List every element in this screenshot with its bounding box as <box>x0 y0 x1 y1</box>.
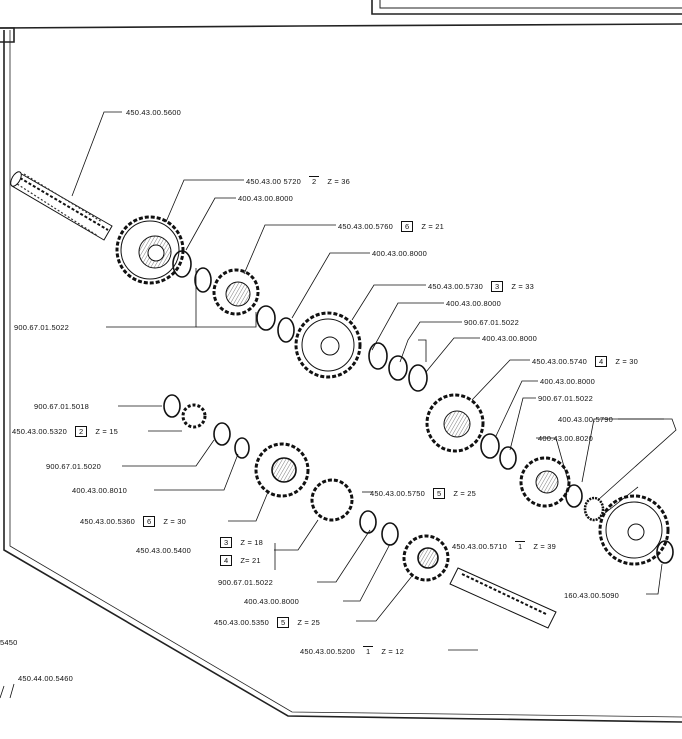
circlip-d <box>480 433 517 470</box>
label-shaft-main: 450.43.00.5600 <box>126 108 181 117</box>
circlip-b <box>256 305 295 343</box>
label-washer-8000-d: 400.43.00.8000 <box>482 334 537 343</box>
gear-5750 <box>519 456 571 508</box>
gear-5740 <box>425 393 485 453</box>
layshaft-5200 <box>449 567 557 629</box>
label-edge-5450: 5450 <box>0 638 18 647</box>
frame-border <box>0 0 682 723</box>
gear-5710 <box>598 494 670 566</box>
label-washer-8000-a: 400.43.00.8000 <box>238 194 293 203</box>
label-circlip-5018: 900.67.01.5018 <box>34 402 89 411</box>
circlip-a <box>172 250 212 293</box>
label-washer-8000-c: 400.43.00.8000 <box>446 299 501 308</box>
washer-5090 <box>656 540 674 564</box>
leader-lines <box>0 111 677 699</box>
gear-5720 <box>115 215 185 285</box>
label-washer-8000-f: 400.43.00.8000 <box>244 597 299 606</box>
label-washer-5090: 160.43.00.5090 <box>564 591 619 600</box>
label-washer-8010: 400.43.00.8010 <box>72 486 127 495</box>
label-circlip-5022-c: 900.67.01.5022 <box>218 578 273 587</box>
label-gear-5400: 450.43.00.5400 <box>136 546 191 555</box>
label-ref-5460: 450.44.00.5460 <box>18 674 73 683</box>
label-circlip-5022-a: 900.67.01.5022 <box>464 318 519 327</box>
circlip-c <box>368 342 428 392</box>
label-washer-8000-b: 400.43.00.8000 <box>372 249 427 258</box>
lower-axis-parts <box>163 394 450 582</box>
bearing-8020 <box>565 484 605 522</box>
gear-5760 <box>212 268 260 316</box>
gear-5730 <box>294 311 362 379</box>
label-circlip-5022-b: 900.67.01.5022 <box>538 394 593 403</box>
label-gear-5790: 400.43.00.5790 <box>558 415 613 424</box>
label-washer-8020: 400.43.00.8020 <box>538 434 593 443</box>
label-washer-8000-e: 400.43.00.8000 <box>540 377 595 386</box>
label-circlip-5022-left: 900.67.01.5022 <box>14 323 69 332</box>
main-shaft <box>10 171 113 241</box>
label-circlip-5020: 900.67.01.5020 <box>46 462 101 471</box>
